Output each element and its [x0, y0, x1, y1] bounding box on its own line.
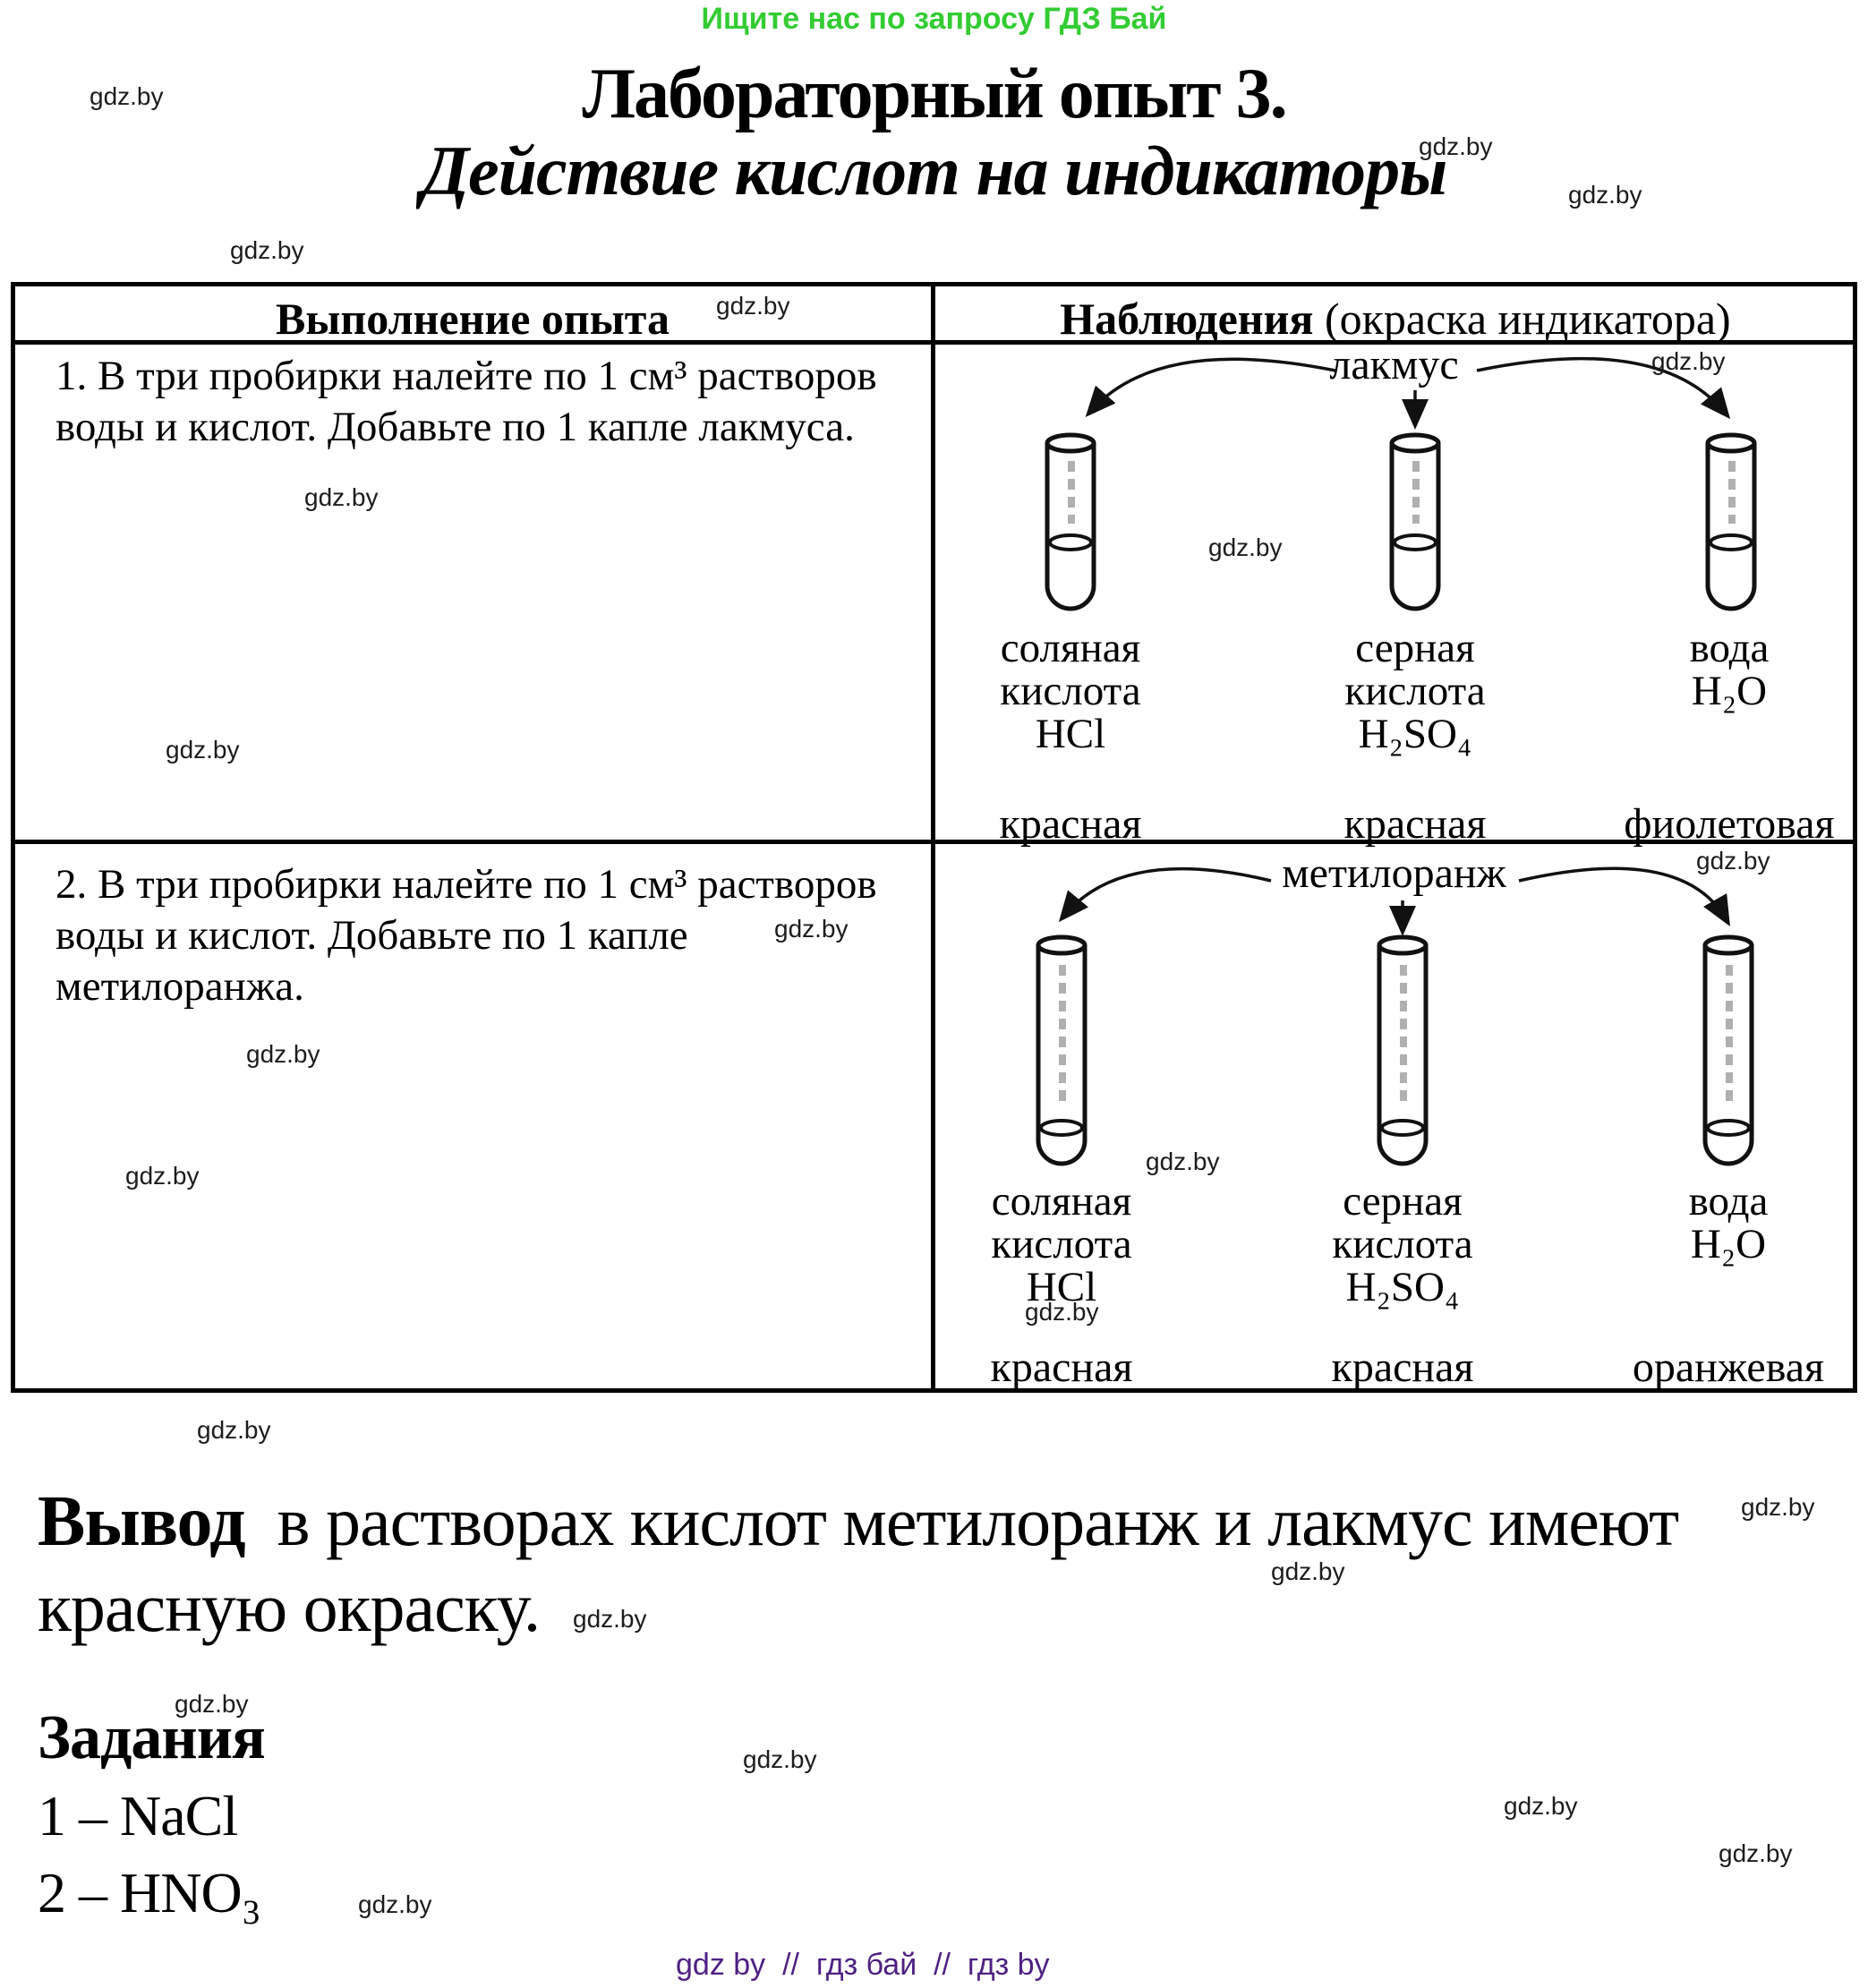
step2-line1: 2. В три пробирки налейте по 1 см³ раств…: [55, 861, 877, 908]
result-hcl-methylorange: красная: [990, 1344, 1133, 1391]
tube-caption-hcl: соляная кислота HCl: [936, 627, 1205, 755]
conclusion-text1: в растворах кислот метилоранж и лакмус и…: [277, 1482, 1680, 1560]
conclusion-line1: Вывод в растворах кислот метилоранж и лак…: [38, 1479, 1738, 1565]
caption-line: вода: [1688, 1178, 1769, 1224]
arrow-to-hcl-tube-2: [1058, 866, 1272, 923]
gdz-watermark: gdz.by: [716, 292, 790, 320]
caption-line: кислота: [991, 1221, 1132, 1267]
caption-line: кислота: [1344, 668, 1486, 714]
gdz-watermark: gdz.by: [197, 1416, 271, 1444]
column-header-procedure-text: Выполнение опыта: [276, 294, 670, 344]
task-answer-2: 2 – HNO₃: [38, 1861, 261, 1924]
caption-formula: HCl: [1035, 711, 1106, 757]
gdz-watermark: gdz.by: [1208, 533, 1283, 561]
caption-formula: HCl: [1026, 1264, 1097, 1310]
gdz-watermark: gdz.by: [743, 1745, 817, 1773]
gdz-watermark: gdz.by: [1504, 1792, 1578, 1820]
arrow-to-water-tube: [1476, 356, 1731, 420]
promo-banner: Ищите нас по запросу ГДЗ Бай: [701, 2, 1167, 36]
task-answer-1: 1 – NaCl: [38, 1784, 238, 1847]
caption-line: серная: [1355, 625, 1475, 671]
gdz-watermark: gdz.by: [1419, 132, 1493, 160]
test-tube-hcl-methylorange: [1038, 937, 1085, 1164]
gdz-watermark: gdz.by: [1025, 1298, 1099, 1326]
test-tube-h2so4-methylorange: [1379, 937, 1426, 1164]
caption-line: кислота: [1000, 668, 1141, 714]
tasks-heading: Задания: [38, 1703, 266, 1772]
result-h2so4-litmus: красная: [1343, 800, 1487, 848]
gdz-watermark: gdz.by: [358, 1890, 432, 1918]
step1-line2: воды и кислот. Добавьте по 1 капле лакму…: [55, 404, 855, 450]
step2-line2: воды и кислот. Добавьте по 1 капле: [55, 912, 688, 959]
test-tube-h2so4-litmus: [1392, 435, 1438, 609]
step2-line3: метилоранжа.: [55, 963, 304, 1010]
gdz-watermark: gdz.by: [304, 483, 379, 511]
caption-formula: H₂SO₄: [1358, 711, 1472, 757]
table-row-divider: [11, 840, 1857, 844]
indicator-label-methylorange: метилоранж: [1282, 849, 1506, 897]
caption-line: серная: [1343, 1178, 1463, 1224]
caption-formula: H₂SO₄: [1345, 1264, 1460, 1310]
gdz-watermark: gdz.by: [1146, 1148, 1220, 1175]
caption-line: соляная: [991, 1178, 1132, 1224]
experiment-step-2: 2. В три пробирки налейте по 1 см³ раств…: [55, 859, 915, 1012]
result-water-litmus: фиолетовая: [1624, 800, 1835, 848]
tube-caption-hcl-2: соляная кислота HCl: [927, 1180, 1196, 1309]
caption-formula: H₂O: [1691, 668, 1768, 714]
experiment-step-1: 1. В три пробирки налейте по 1 см³ раств…: [55, 351, 915, 453]
gdz-watermark: gdz.by: [774, 915, 849, 943]
page-title: Лабораторный опыт 3.: [582, 55, 1287, 133]
gdz-watermark: gdz.by: [230, 236, 304, 264]
step1-line1: 1. В три пробирки налейте по 1 см³ раств…: [55, 353, 877, 399]
methyl-orange-diagram: [933, 866, 1855, 1343]
tube-caption-water-2: вода H₂O: [1594, 1180, 1863, 1266]
result-water-methylorange: оранжевая: [1632, 1344, 1825, 1391]
gdz-watermark: gdz.by: [1271, 1557, 1345, 1585]
footer-site-links: gdz by // гдз бай // гдз by: [676, 1948, 1050, 1982]
gdz-watermark: gdz.by: [175, 1690, 249, 1718]
observations-bold-text: Наблюдения: [1060, 294, 1314, 344]
gdz-watermark: gdz.by: [1741, 1493, 1815, 1521]
gdz-watermark: gdz.by: [573, 1605, 647, 1633]
caption-line: вода: [1689, 625, 1770, 671]
gdz-watermark: gdz.by: [1719, 1839, 1793, 1867]
gdz-watermark: gdz.by: [125, 1162, 200, 1190]
table-header-rule: [11, 340, 1857, 345]
test-tube-hcl-litmus: [1047, 435, 1094, 609]
tube-caption-h2so4-2: серная кислота H₂SO₄: [1268, 1180, 1537, 1309]
result-hcl-litmus: красная: [999, 800, 1142, 848]
column-header-observations: Наблюдения (окраска индикатора): [935, 294, 1855, 344]
indicator-label-litmus: лакмус: [1329, 341, 1459, 388]
tube-caption-water: вода H₂O: [1595, 627, 1864, 712]
table-column-divider: [931, 282, 935, 1393]
gdz-watermark: gdz.by: [246, 1040, 320, 1068]
observations-note-text: (окраска индикатора): [1313, 294, 1731, 344]
gdz-watermark: gdz.by: [1568, 181, 1642, 209]
conclusion-paragraph: Вывод в растворах кислот метилоранж и лак…: [38, 1479, 1738, 1651]
arrow-to-hcl-tube: [1085, 357, 1336, 417]
caption-line: соляная: [1000, 625, 1141, 671]
tube-caption-h2so4: серная кислота H₂SO₄: [1281, 627, 1549, 755]
arrow-to-water-tube-2: [1518, 866, 1730, 926]
column-header-procedure: Выполнение опыта: [14, 294, 931, 344]
test-tube-water-litmus: [1708, 435, 1754, 609]
caption-formula: H₂O: [1690, 1221, 1767, 1267]
conclusion-label: Вывод: [38, 1482, 246, 1561]
conclusion-line2: красную окраску.: [38, 1568, 541, 1646]
gdz-watermark: gdz.by: [1696, 847, 1770, 875]
gdz-watermark: gdz.by: [166, 736, 240, 764]
gdz-watermark: gdz.by: [1651, 347, 1726, 375]
test-tube-water-methylorange: [1705, 937, 1752, 1164]
caption-line: кислота: [1332, 1221, 1473, 1267]
result-h2so4-methylorange: красная: [1331, 1344, 1474, 1391]
page-subtitle: Действие кислот на индикаторы: [421, 132, 1448, 209]
gdz-watermark: gdz.by: [90, 82, 164, 110]
litmus-diagram: [933, 356, 1855, 838]
